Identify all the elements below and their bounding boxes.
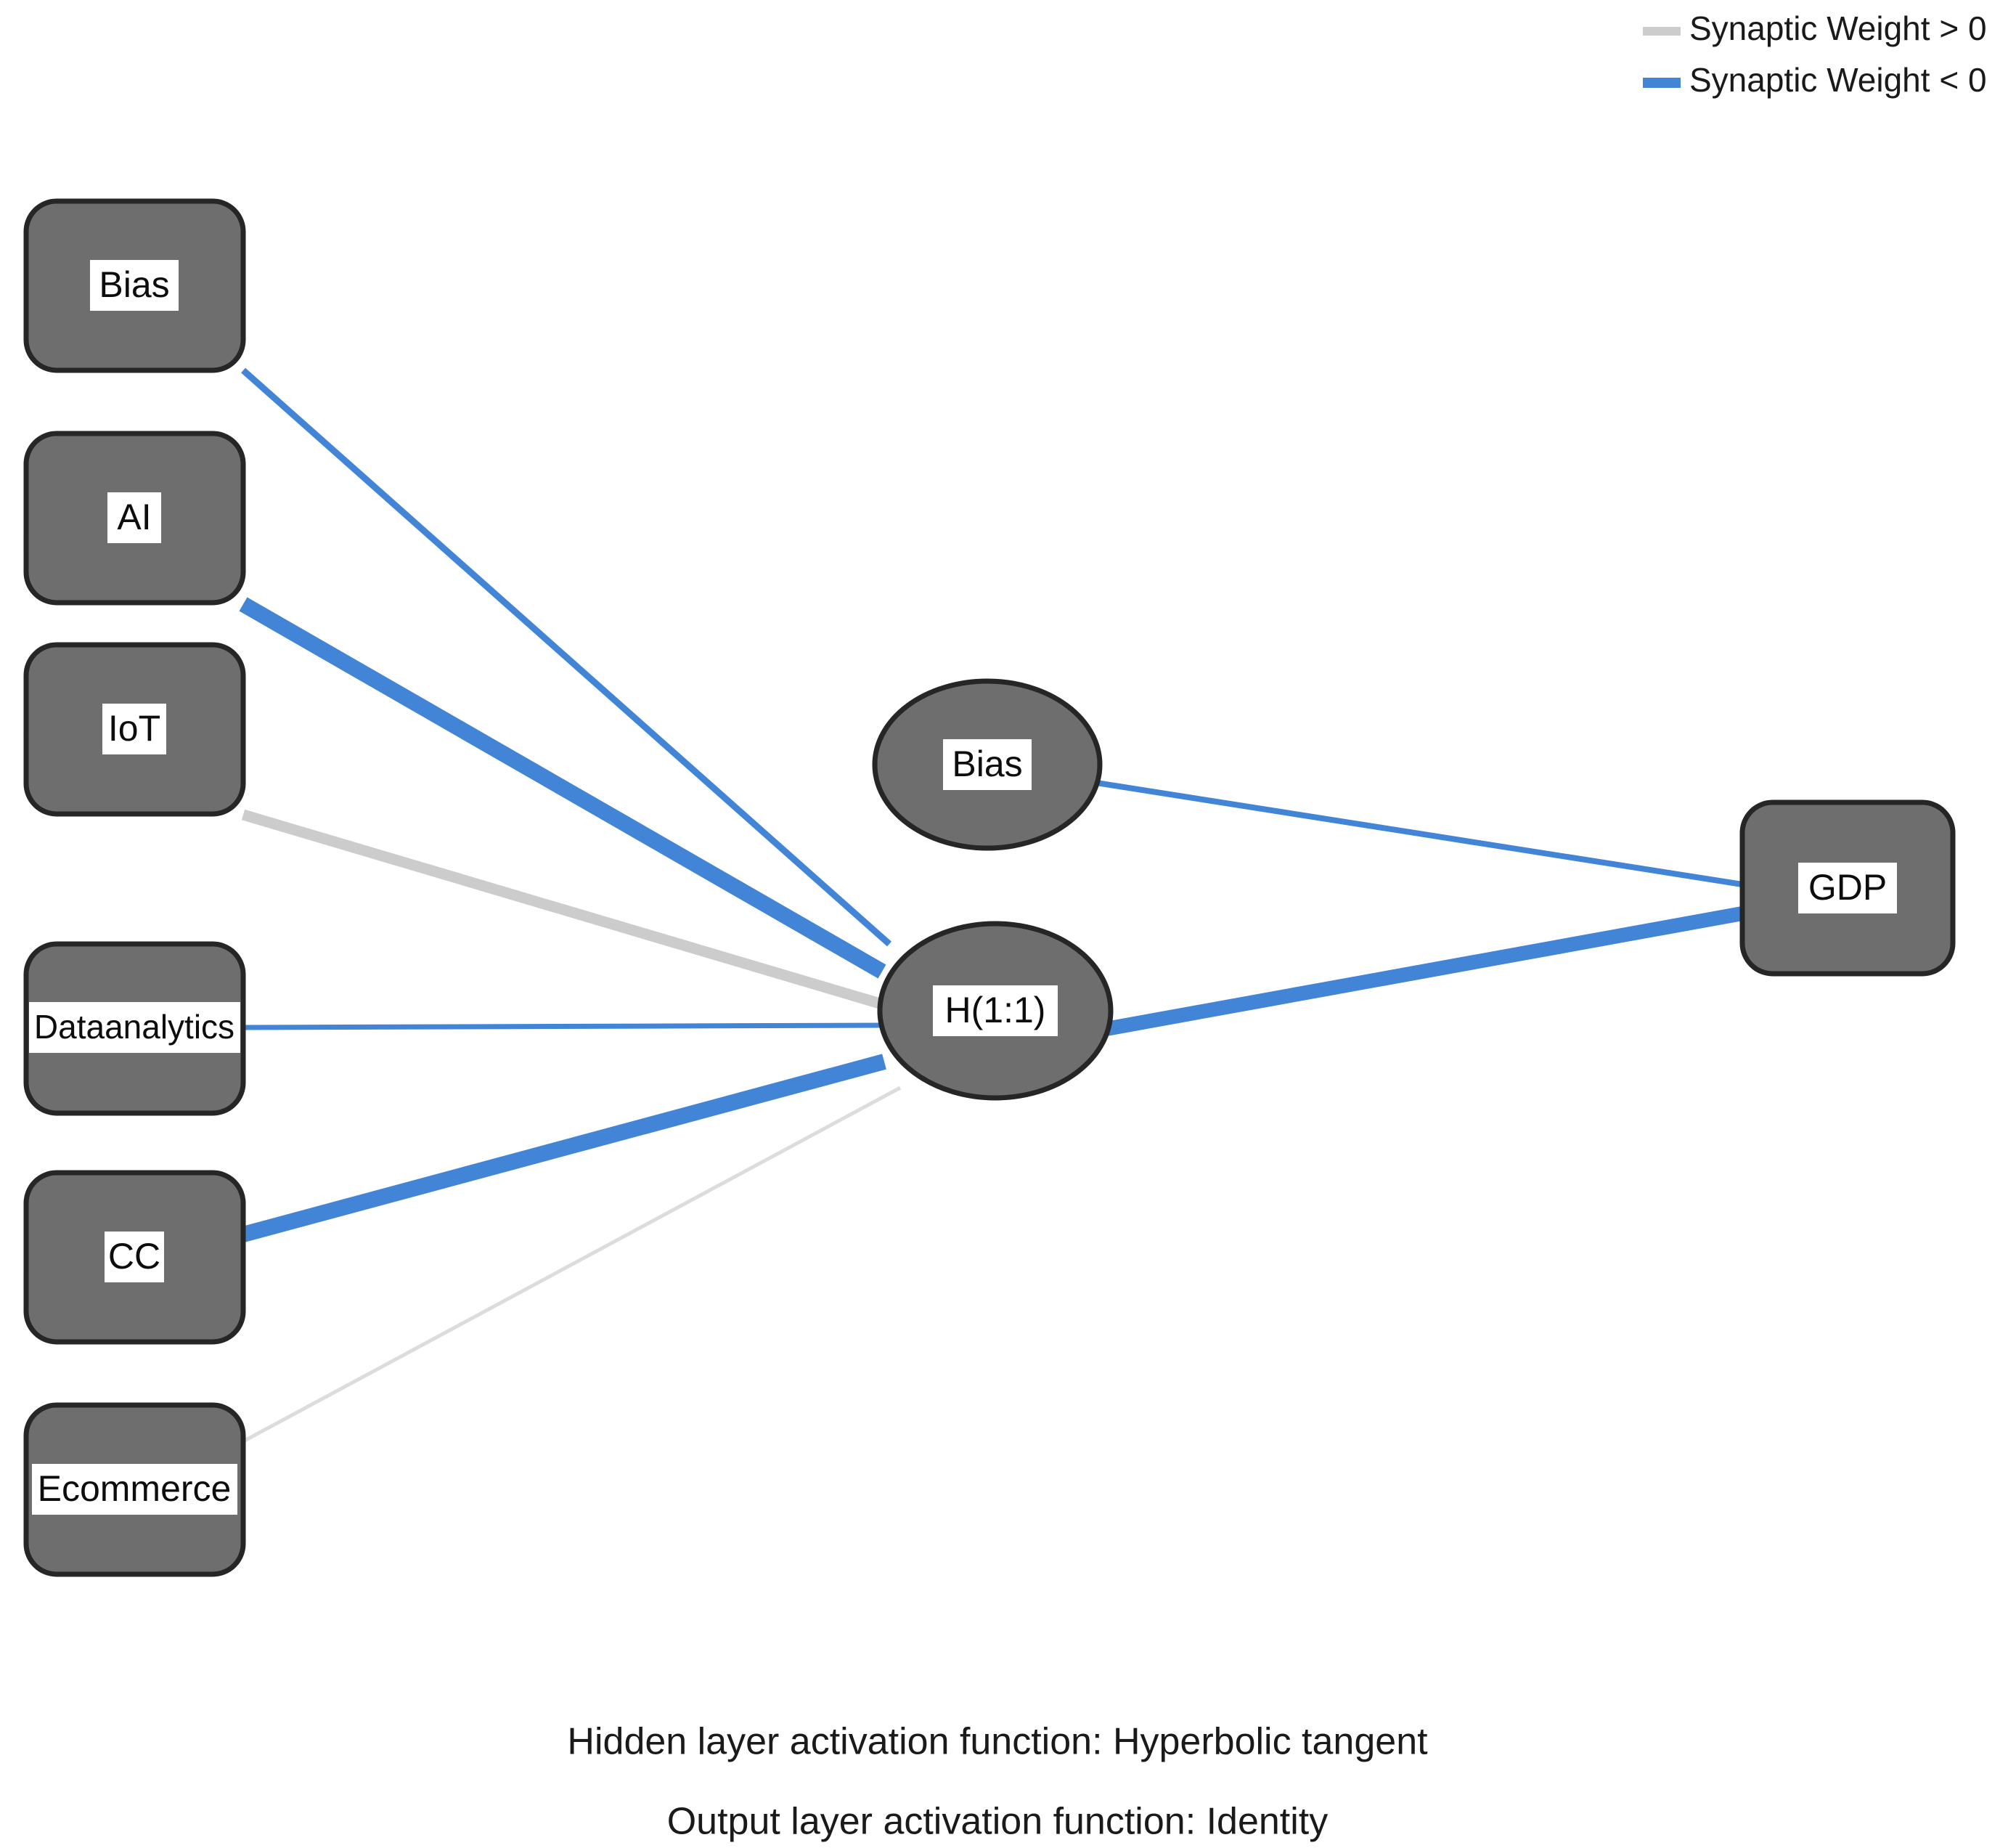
legend-label-positive-weight: Synaptic Weight > 0 [1689,9,1987,47]
caption-hidden-activation: Hidden layer activation function: Hyperb… [567,1721,1428,1763]
edge-h11-to-gdp [1101,906,1744,1037]
legend-item-negative-weight: Synaptic Weight < 0 [1643,61,1987,99]
edge-in-ecommerce-to-h11 [242,1086,902,1444]
edge-h-bias-to-gdp [1095,780,1743,887]
node-input-dataanalytics[interactable]: Dataanalytics [23,941,246,1116]
edge-group-hidden-to-output [1095,780,1744,1037]
node-input-ecommerce-label-bg [32,1464,237,1515]
node-input-iot[interactable]: IoT [23,642,246,817]
node-input-bias[interactable]: Bias [23,198,246,373]
edge-in-bias-to-h11 [241,367,891,947]
edge-in-cc-to-h11 [241,1054,886,1242]
node-input-cc-label-bg [105,1232,164,1282]
caption-block: Hidden layer activation function: Hyperb… [567,1721,1428,1843]
legend: Synaptic Weight > 0 Synaptic Weight < 0 [1643,9,1987,99]
node-input-ai-label: AI [117,497,151,537]
node-input-iot-label: IoT [108,708,160,749]
node-output-gdp[interactable]: GDP [1739,799,1956,977]
node-output-gdp-label: GDP [1808,867,1887,908]
node-input-dataanalytics-label: Dataanalytics [34,1008,234,1046]
edge-in-dataanalytics-to-h11 [242,1022,881,1030]
legend-label-negative-weight: Synaptic Weight < 0 [1689,61,1987,99]
hidden-layer: Bias H(1:1) [872,678,1114,1101]
node-input-ai-label-bg [107,492,161,543]
node-input-dataanalytics-label-bg [29,1002,240,1053]
node-input-iot-label-bg [102,704,166,754]
node-input-bias-label: Bias [99,264,169,305]
edge-in-ai-to-h11 [239,597,886,979]
node-input-cc-label: CC [108,1236,160,1277]
edge-group-input-to-hidden [239,367,902,1444]
caption-output-activation: Output layer activation function: Identi… [667,1801,1329,1843]
output-layer: GDP [1739,799,1956,977]
node-input-ecommerce[interactable]: Ecommerce [23,1402,246,1577]
node-hidden-bias-label: Bias [952,744,1022,784]
node-hidden-h11-label-bg [933,985,1058,1036]
input-layer: Bias AI IoT Dataanalytics [23,198,246,1577]
node-input-ai[interactable]: AI [23,431,246,606]
node-input-bias-label-bg [90,260,179,311]
node-hidden-h11[interactable]: H(1:1) [877,921,1114,1101]
edge-in-iot-to-h11 [241,809,882,1009]
node-input-ecommerce-label: Ecommerce [38,1468,232,1509]
node-hidden-bias[interactable]: Bias [872,678,1103,851]
node-input-cc[interactable]: CC [23,1170,246,1345]
legend-item-positive-weight: Synaptic Weight > 0 [1643,9,1987,47]
node-hidden-bias-label-bg [943,739,1032,790]
node-hidden-h11-label: H(1:1) [945,990,1046,1030]
node-output-gdp-label-bg [1798,863,1897,913]
